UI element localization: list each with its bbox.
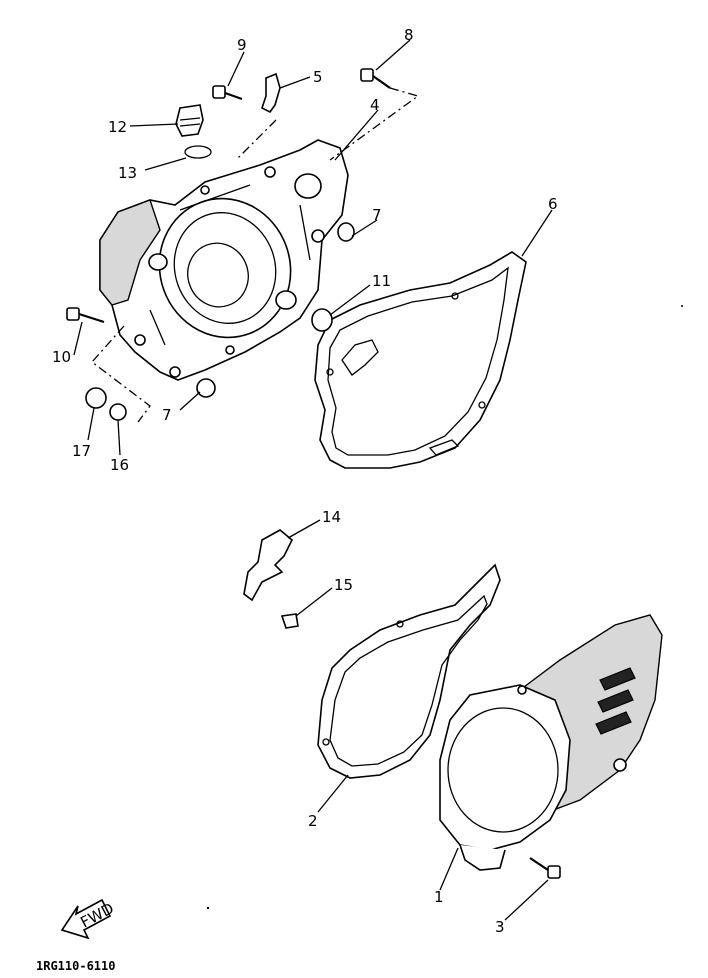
callout-11: 11: [372, 272, 391, 290]
callout-14: 14: [322, 508, 341, 526]
diagram-code: 1RG110-6110: [36, 959, 115, 973]
callout-15: 15: [334, 576, 353, 594]
forward-arrow-icon: FWD: [60, 898, 117, 940]
gasket-part-2: [317, 563, 501, 779]
callout-6: 6: [548, 195, 558, 213]
screw-part-15: [280, 613, 299, 629]
callout-16: 16: [110, 456, 129, 474]
scan-speck: [206, 906, 210, 910]
bracket-part-14: [243, 529, 293, 602]
callout-4: 4: [370, 96, 380, 114]
oil-filler-plug-part-12: [175, 104, 204, 137]
crankcase-cover-part-4: [99, 139, 349, 381]
clamp-part-5: [261, 72, 281, 114]
scan-speck: [681, 305, 683, 307]
bolt-part-3: [529, 857, 561, 879]
bolt-part-9: [212, 85, 243, 101]
plug-part-17: [85, 387, 107, 409]
callout-2: 2: [308, 812, 318, 830]
callout-3: 3: [495, 918, 505, 936]
oil-seal-part-11: [311, 308, 333, 332]
callout-1: 1: [434, 888, 444, 906]
bolt-part-10: [66, 307, 105, 324]
callout-5: 5: [313, 68, 323, 86]
callout-7-upper: 7: [372, 206, 382, 224]
dowel-pin-part-7-lower: [196, 378, 216, 398]
callout-13: 13: [118, 164, 137, 182]
dowel-pin-part-7-upper: [337, 222, 355, 242]
assembly-lines: [91, 87, 420, 423]
callout-8: 8: [404, 26, 414, 44]
callout-7-lower: 7: [162, 406, 172, 424]
leader-lines: [73, 39, 553, 921]
callout-9: 9: [237, 36, 247, 54]
o-ring-part-13: [184, 145, 212, 159]
bolt-part-8: [360, 68, 391, 89]
callout-17: 17: [72, 442, 91, 460]
crankcase-cover-part-1: [439, 614, 663, 871]
gasket-part-6: [314, 251, 527, 469]
callout-10: 10: [52, 348, 71, 366]
plug-part-16: [109, 403, 127, 421]
callout-12: 12: [108, 118, 127, 136]
